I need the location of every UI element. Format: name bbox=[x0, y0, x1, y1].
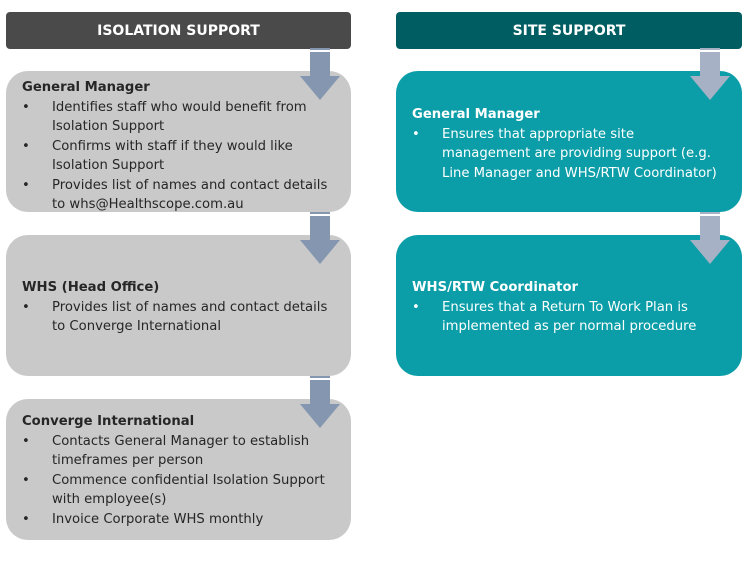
isolation-step-whs-head-office: WHS (Head Office) • Provides list of name… bbox=[6, 235, 351, 376]
isolation-step-general-manager: General Manager • Identifies staff who wo… bbox=[6, 71, 351, 212]
bullet-marker: • bbox=[22, 299, 30, 315]
bullet-text: Ensures that a Return To Work Plan is im… bbox=[442, 299, 697, 335]
bullet-text: Provides list of names and contact detai… bbox=[52, 177, 328, 213]
bullet-text: Commence confidential Isolation Support … bbox=[52, 472, 325, 508]
site-support-header: SITE SUPPORT bbox=[396, 12, 742, 49]
list-item: • Contacts General Manager to establish t… bbox=[22, 432, 335, 471]
bullet-list: • Contacts General Manager to establish t… bbox=[22, 432, 335, 530]
bullet-list: • Provides list of names and contact deta… bbox=[22, 298, 335, 337]
step-title: WHS (Head Office) bbox=[22, 280, 160, 295]
isolation-support-header: ISOLATION SUPPORT bbox=[6, 12, 351, 49]
down-arrow-icon bbox=[690, 212, 730, 264]
list-item: • Confirms with staff if they would like … bbox=[22, 137, 335, 176]
bullet-text: Invoice Corporate WHS monthly bbox=[52, 511, 264, 527]
bullet-list: • Ensures that appropriate site managemen… bbox=[412, 125, 726, 184]
bullet-text: Identifies staff who would benefit from … bbox=[52, 99, 307, 135]
list-item: • Provides list of names and contact deta… bbox=[22, 176, 335, 215]
down-arrow-icon bbox=[690, 48, 730, 100]
bullet-text: Confirms with staff if they would like I… bbox=[52, 138, 293, 174]
bullet-marker: • bbox=[22, 472, 30, 488]
list-item: • Invoice Corporate WHS monthly bbox=[22, 510, 335, 530]
bullet-marker: • bbox=[22, 177, 30, 193]
step-title: General Manager bbox=[22, 80, 150, 95]
step-title: Converge International bbox=[22, 414, 195, 429]
site-step-general-manager: General Manager • Ensures that appropriat… bbox=[396, 71, 742, 212]
bullet-marker: • bbox=[412, 126, 420, 142]
down-arrow-icon bbox=[300, 212, 340, 264]
bullet-marker: • bbox=[22, 138, 30, 154]
list-item: • Identifies staff who would benefit from… bbox=[22, 98, 335, 137]
bullet-marker: • bbox=[412, 299, 420, 315]
bullet-text: Provides list of names and contact detai… bbox=[52, 299, 328, 335]
down-arrow-icon bbox=[300, 48, 340, 100]
site-step-whs-rtw-coordinator: WHS/RTW Coordinator • Ensures that a Retu… bbox=[396, 235, 742, 376]
list-item: • Ensures that appropriate site managemen… bbox=[412, 125, 726, 184]
bullet-text: Contacts General Manager to establish ti… bbox=[52, 433, 310, 469]
bullet-marker: • bbox=[22, 511, 30, 527]
list-item: • Provides list of names and contact deta… bbox=[22, 298, 335, 337]
isolation-step-converge-international: Converge International • Contacts General… bbox=[6, 399, 351, 540]
bullet-list: • Ensures that a Return To Work Plan is i… bbox=[412, 298, 726, 337]
list-item: • Commence confidential Isolation Support… bbox=[22, 471, 335, 510]
bullet-text: Ensures that appropriate site management… bbox=[442, 126, 717, 181]
step-title: WHS/RTW Coordinator bbox=[412, 280, 579, 295]
bullet-marker: • bbox=[22, 99, 30, 115]
down-arrow-icon bbox=[300, 376, 340, 428]
list-item: • Ensures that a Return To Work Plan is i… bbox=[412, 298, 726, 337]
bullet-marker: • bbox=[22, 433, 30, 449]
step-title: General Manager bbox=[412, 107, 540, 122]
bullet-list: • Identifies staff who would benefit from… bbox=[22, 98, 335, 215]
